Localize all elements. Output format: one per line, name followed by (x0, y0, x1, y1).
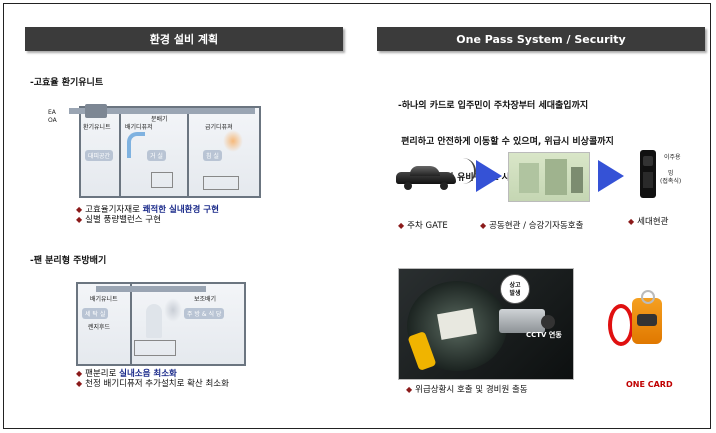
signal-waves-icon (458, 158, 476, 184)
ring-icon (608, 304, 634, 346)
diamond-icon: ◆ (76, 379, 83, 388)
diamond-icon: ◆ (480, 221, 487, 230)
right-header: One Pass System / Security (377, 27, 705, 51)
kitchen-title: -팬 분리형 주방배기 (30, 256, 107, 266)
left-header: 환경 설비 계획 (25, 27, 343, 51)
tag-bedroom: 침 실 (203, 150, 222, 161)
label-exhaust-unit: 배기유니트 (90, 296, 118, 303)
label-exhaust: 배기디퓨저 (125, 124, 153, 131)
ventilation-bullet-2: ◆실별 풍량밸런스 구현 (76, 215, 161, 225)
diamond-icon: ◆ (76, 205, 83, 214)
furniture-bed (203, 176, 239, 190)
car-image (396, 164, 456, 190)
kitchen-duct (96, 286, 206, 292)
label-aux: 보조배기 (194, 296, 217, 303)
diamond-icon: ◆ (406, 385, 413, 394)
kitchen-bullet-1: ◆팬분리로 실내소음 최소화 (76, 369, 177, 379)
diamond-icon: ◆ (628, 217, 635, 226)
cctv-label: CCTV 연동 (526, 331, 562, 339)
lock-label-3: (접촉식) (660, 178, 682, 185)
flow-arrow-1 (476, 160, 502, 192)
tag-laundry: 세 탁 실 (82, 308, 109, 319)
step-lobby: ◆공동현관 / 승강기자동호출 (480, 221, 584, 231)
label-unit: 환기유니트 (83, 124, 111, 131)
flow-arrow-2 (598, 160, 624, 192)
ventilation-bullet-1: ◆고효율기자재로 쾌적한 실내환경 구현 (76, 205, 219, 215)
tag-shelter: 대피공간 (85, 150, 114, 161)
door-lock-image (640, 150, 656, 198)
diamond-icon: ◆ (76, 215, 83, 224)
lock-label-1: 이주용 (664, 154, 681, 161)
one-card-label: ONE CARD (626, 380, 673, 389)
diamond-icon: ◆ (76, 369, 83, 378)
security-caption: ◆위급상황시 호출 및 경비원 출동 (406, 385, 528, 395)
label-supply: 급기디퓨져 (205, 124, 233, 131)
duct (69, 108, 255, 114)
diamond-icon: ◆ (398, 221, 405, 230)
fan-unit (85, 104, 107, 118)
ea-label: EA (48, 109, 56, 116)
steam-cloud (164, 298, 182, 322)
warm-airflow (223, 130, 243, 152)
alert-bubble: 상고 발생 (500, 274, 530, 304)
kitchen-bullet-2: ◆천정 배기디퓨저 추가설치로 확산 최소화 (76, 379, 229, 389)
room-bedroom (187, 106, 261, 198)
airflow-arrow (127, 132, 145, 158)
description-line-1: -하나의 카드로 입주민이 주차장부터 세대출입까지 (398, 101, 589, 111)
description-line-2: 편리하고 안전하게 이동할 수 있으며, 위급시 비상콜까지 (398, 137, 614, 147)
kitchen-diagram: 배기유니트 보조배기 렌지후드 세 탁 실 주 방 & 식 당 (76, 278, 246, 366)
chef-figure (146, 304, 162, 338)
kitchen-counter (134, 340, 176, 356)
lobby-image (508, 152, 590, 202)
step-parking-gate: ◆주차 GATE (398, 221, 448, 231)
oa-label: OA (48, 117, 57, 124)
card-key-icon (632, 290, 662, 344)
label-hood: 렌지후드 (88, 324, 111, 331)
slide-frame (3, 3, 711, 429)
tag-kitchen: 주 방 & 식 당 (184, 308, 225, 319)
security-image (398, 268, 574, 380)
lock-label-2: 밍 (668, 170, 674, 177)
ventilation-title: -고효율 환기유니트 (30, 78, 104, 88)
tag-living: 거 실 (147, 150, 166, 161)
label-distributor: 분배기 (151, 116, 168, 123)
furniture-table (151, 172, 173, 188)
ventilation-diagram: EA OA 환기유니트 배기디퓨저 분배기 급기디퓨져 대피공간 거 실 침 실 (48, 98, 265, 200)
step-unit-entrance: ◆세대현관 (628, 217, 669, 227)
